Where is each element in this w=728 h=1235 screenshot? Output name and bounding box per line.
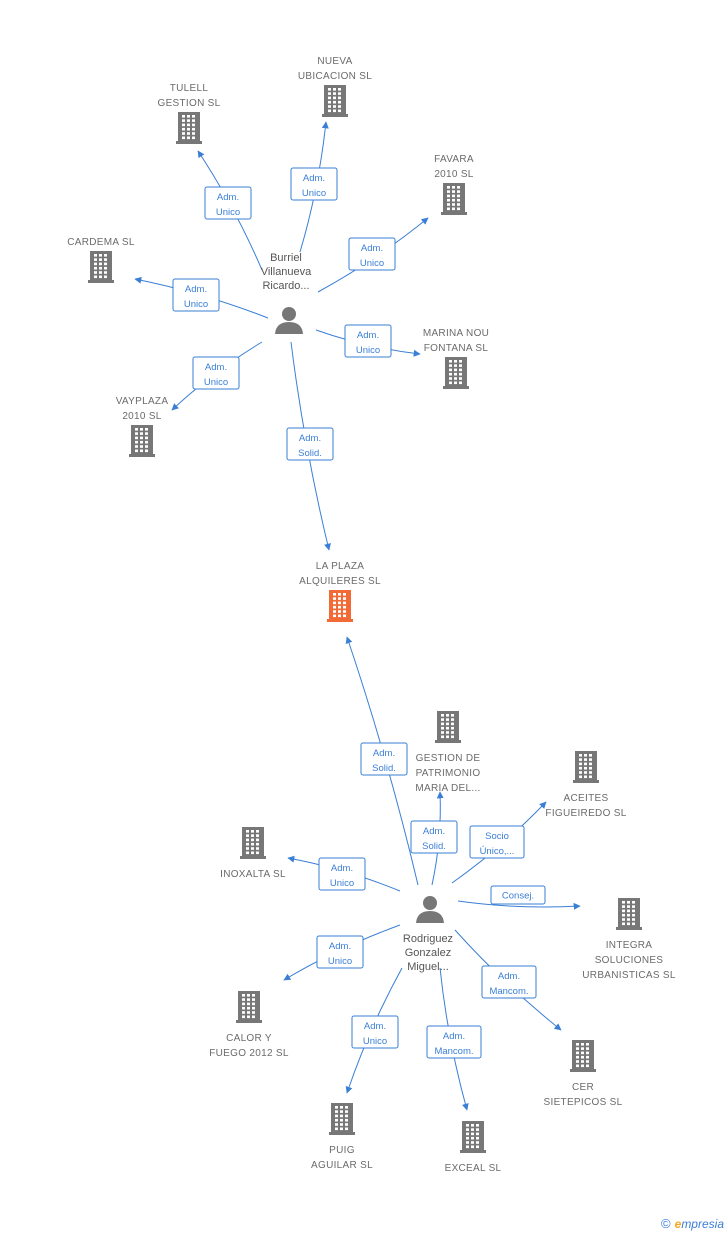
relation-text: Adm.Solid. xyxy=(298,433,322,459)
building-icon[interactable] xyxy=(176,112,202,144)
relation-text: Adm.Unico xyxy=(328,941,352,967)
relation-label-p2-c_gestion[interactable]: Adm.Solid. xyxy=(410,820,458,854)
copyright-symbol: © xyxy=(661,1216,671,1231)
edge-p2-c_integra xyxy=(457,900,581,910)
relation-text: Adm.Solid. xyxy=(422,826,446,852)
company-label: CARDEMA SL xyxy=(67,237,135,248)
relation-label-p2-c_cer[interactable]: Adm.Mancom. xyxy=(481,965,537,999)
company-label: EXCEAL SL xyxy=(445,1163,502,1174)
relation-label-p2-c_laplaza[interactable]: Adm.Solid. xyxy=(360,742,408,776)
relation-label-p1-c_vayplaza[interactable]: Adm.Unico xyxy=(192,356,240,390)
relation-label-p1-c_cardema[interactable]: Adm.Unico xyxy=(172,278,220,312)
relation-label-p1-c_tulell[interactable]: Adm.Unico xyxy=(204,186,252,220)
relation-text: Adm.Unico xyxy=(360,243,384,269)
brand-logo-initial: e xyxy=(674,1217,682,1231)
footer-brand[interactable]: ©empresia xyxy=(661,1216,724,1231)
building-icon[interactable] xyxy=(435,711,461,743)
relation-text: Adm.Mancom. xyxy=(434,1031,473,1057)
building-icon[interactable] xyxy=(441,183,467,215)
relation-text: Adm.Mancom. xyxy=(489,971,528,997)
company-node-exceal[interactable]: EXCEAL SL xyxy=(445,1121,502,1174)
relation-text: Adm.Unico xyxy=(363,1021,387,1047)
relation-label-p1-c_laplaza[interactable]: Adm.Solid. xyxy=(286,427,334,461)
brand-logo-text: mpresia xyxy=(681,1217,724,1231)
company-node-cardema[interactable]: CARDEMA SL xyxy=(67,237,135,283)
building-icon[interactable] xyxy=(236,991,262,1023)
relation-label-p2-c_integra[interactable]: Consej. xyxy=(490,885,546,905)
building-icon[interactable] xyxy=(329,1103,355,1135)
relation-text: Adm.Unico xyxy=(356,330,380,356)
building-icon[interactable] xyxy=(570,1040,596,1072)
building-icon[interactable] xyxy=(240,827,266,859)
relation-labels-layer: Adm.UnicoAdm.UnicoAdm.UnicoAdm.UnicoAdm.… xyxy=(172,167,546,1059)
relation-label-p2-c_inoxalta[interactable]: Adm.Unico xyxy=(318,857,366,891)
building-icon[interactable] xyxy=(327,590,353,622)
relation-text: Adm.Unico xyxy=(216,192,240,218)
relation-label-p2-c_calor[interactable]: Adm.Unico xyxy=(316,935,364,969)
relation-text: Consej. xyxy=(502,891,534,902)
relation-text: Adm.Unico xyxy=(184,284,208,310)
relation-label-p1-c_favara[interactable]: Adm.Unico xyxy=(348,237,396,271)
relation-text: Adm.Unico xyxy=(330,863,354,889)
relation-label-p2-c_puig[interactable]: Adm.Unico xyxy=(351,1015,399,1049)
building-icon[interactable] xyxy=(129,425,155,457)
building-icon[interactable] xyxy=(573,751,599,783)
relation-text: Adm.Solid. xyxy=(372,748,396,774)
building-icon[interactable] xyxy=(322,85,348,117)
building-icon[interactable] xyxy=(460,1121,486,1153)
company-label: INOXALTA SL xyxy=(220,869,286,880)
building-icon[interactable] xyxy=(443,357,469,389)
relation-text: Adm.Unico xyxy=(204,362,228,388)
relation-text: Adm.Unico xyxy=(302,173,326,199)
building-icon[interactable] xyxy=(616,898,642,930)
relation-label-p1-c_nueva[interactable]: Adm.Unico xyxy=(290,167,338,201)
building-icon[interactable] xyxy=(88,251,114,283)
company-node-inoxalta[interactable]: INOXALTA SL xyxy=(220,827,286,880)
relation-label-p1-c_marina[interactable]: Adm.Unico xyxy=(344,324,392,358)
relation-label-p2-c_exceal[interactable]: Adm.Mancom. xyxy=(426,1025,482,1059)
person-icon[interactable] xyxy=(275,307,303,334)
person-icon[interactable] xyxy=(416,896,444,923)
